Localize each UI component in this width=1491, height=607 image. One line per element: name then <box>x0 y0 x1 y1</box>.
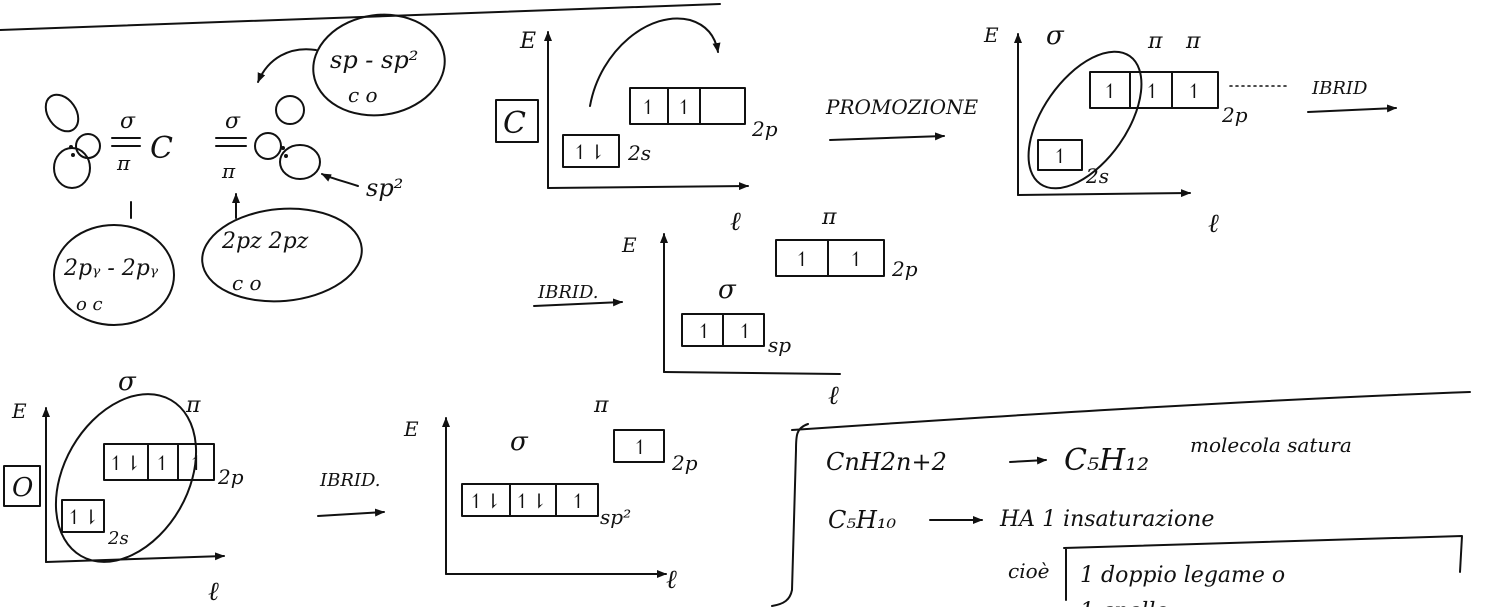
oxygen-ground-sigma: σ <box>118 367 137 397</box>
carbon-promoted-l-axis: ℓ <box>1208 209 1219 239</box>
oxygen-ground-pi: π <box>185 393 201 418</box>
carbon-sp-2p-orbital-1: ↿ <box>794 247 811 271</box>
oxygen-sp2-orbital-3: ↿ <box>570 489 587 513</box>
co2-sketch: σ π C σ π sp² sp - sp² c o 2pᵧ - 2pᵧ o c <box>44 13 446 326</box>
2py-bubble <box>53 224 175 326</box>
pi-left: π <box>116 151 131 175</box>
sp-sp2-text: sp - sp² <box>330 46 418 74</box>
carbon-atom: C <box>150 131 173 166</box>
saturated-note: molecola satura <box>1190 433 1352 457</box>
oxygen-ground-l-axis: ℓ <box>208 577 219 607</box>
promotion-arc <box>589 17 721 107</box>
promotion-arrow <box>829 132 945 141</box>
carbon-sp-2p-orbital-2: ↿ <box>848 247 865 271</box>
carbon-ground-2p-orbital-2: ↿ <box>676 95 693 119</box>
oxygen-ground-2s-label: 2s <box>107 528 129 549</box>
carbon-promoted-e-axis: E <box>983 23 999 47</box>
carbon-promoted-2p-label: 2p <box>1221 103 1248 127</box>
ring-note: 1 anello <box>1080 599 1169 607</box>
saturation-notes: CnH2n+2 C₅H₁₂ molecola satura C₅H₁₀ HA 1… <box>771 423 1463 607</box>
carbon-ground-2s-label: 2s <box>627 141 651 165</box>
carbon-promoted-2p-orbital-3: ↿ <box>1186 79 1203 103</box>
oxygen-ground-2p-orbital-1: ↿⇂ <box>108 451 142 475</box>
sigma-right: σ <box>225 109 241 134</box>
oxygen-ground-atom: O <box>12 473 33 503</box>
sigma-left: σ <box>120 109 136 134</box>
unsaturation-note: HA 1 insaturazione <box>999 507 1214 532</box>
carbon-promoted-diagram: E ℓ σ π π ↿ 2s ↿ ↿ ↿ 2p <box>983 21 1248 239</box>
promotion-label: PROMOZIONE <box>825 95 978 119</box>
carbon-atom-box <box>495 99 539 143</box>
boxed-note-frame <box>1063 535 1463 601</box>
cioe-note: cioè <box>1008 559 1049 583</box>
carbon-ground-2p-label: 2p <box>751 117 778 141</box>
oxygen-sp2-sigma: σ <box>510 427 529 457</box>
ibrid-arrow <box>1307 104 1397 113</box>
carbon-promoted-sigma: σ <box>1046 21 1065 51</box>
2py-text: 2pᵧ - 2pᵧ <box>63 256 159 281</box>
notes-bracket <box>771 423 809 607</box>
ibrid-label: IBRID <box>1311 78 1368 99</box>
carbon-sp-pi: π <box>821 205 837 230</box>
oxygen-sp2-l-axis: ℓ <box>666 565 677 595</box>
right-oxygen-orbitals <box>254 95 321 180</box>
oxygen-ground-diagram: O E ℓ σ π ↿⇂ 2s ↿⇂ ↿ ↿ 2p <box>3 367 244 607</box>
carbon-sp-l-axis: ℓ <box>828 381 839 411</box>
carbon-promoted-pi-2: π <box>1185 29 1201 54</box>
carbon-sp-label: sp <box>768 333 791 357</box>
oxygen-sp2-diagram: IBRID. E ℓ σ π ↿⇂ ↿⇂ ↿ sp² ↿ 2p <box>317 393 698 595</box>
carbon-ground-2p-orbital-1: ↿ <box>640 95 657 119</box>
carbon-promoted-pi-1: π <box>1147 29 1163 54</box>
formula-c5h12: C₅H₁₂ <box>1064 443 1149 478</box>
oxygen-sigma-ellipse <box>54 393 198 563</box>
sigma-hybrid-ellipse <box>1027 50 1143 190</box>
sp-sp2-bubble <box>312 13 446 117</box>
carbon-ground-e-axis: E <box>519 29 536 54</box>
carbon-ground-2s-orbital: ↿⇂ <box>572 140 606 164</box>
carbon-promoted-2p-orbital-2: ↿ <box>1144 79 1161 103</box>
carbon-sp-e-axis: E <box>621 233 637 257</box>
carbon-sp-orbital-2: ↿ <box>737 319 754 343</box>
oxygen-sp2-pi: π <box>593 393 609 418</box>
formula-c5h10: C₅H₁₀ <box>828 506 897 534</box>
pi-right: π <box>221 159 236 183</box>
oxygen-sp2-2p-label: 2p <box>671 451 698 475</box>
oxygen-sp2-e-axis: E <box>403 417 419 441</box>
2pz-text: 2pz 2pz <box>221 229 309 254</box>
carbon-sp-2p-label: 2p <box>891 257 918 281</box>
formula-general: CnH2n+2 <box>826 448 947 476</box>
carbon-promoted-2s-orbital: ↿ <box>1052 144 1069 168</box>
carbon-promoted-2p-orbital-1: ↿ <box>1102 79 1119 103</box>
oxygen-sp2-orbital-1: ↿⇂ <box>468 489 502 513</box>
carbon-sp-diagram: IBRID. E ℓ σ π ↿ ↿ sp ↿ ↿ 2p <box>533 205 918 411</box>
carbon-ground-l-axis: ℓ <box>730 207 741 237</box>
carbon-ground-atom: C <box>503 106 526 141</box>
2pz-bubble <box>201 207 363 303</box>
oxygen-ground-2p-label: 2p <box>217 465 244 489</box>
carbon-sp-orbital-1: ↿ <box>696 319 713 343</box>
oxygen-sp2-arrow-label: IBRID. <box>319 470 381 491</box>
2py-atoms: o c <box>76 294 103 315</box>
carbon-ground-diagram: C E ℓ ↿⇂ 2s ↿ ↿ 2p <box>495 17 778 237</box>
oxygen-sp2-orbital-2: ↿⇂ <box>514 489 548 513</box>
double-bond-note: 1 doppio legame o <box>1080 563 1285 588</box>
section-separator <box>791 391 1471 431</box>
carbon-sp-arrow-label: IBRID. <box>537 282 599 303</box>
oxygen-sp2-label: sp² <box>600 505 631 529</box>
oxygen-sp2-2p-orbital: ↿ <box>632 435 649 459</box>
sp2-label: sp² <box>366 174 403 202</box>
oxygen-ground-2s-orbital: ↿⇂ <box>66 505 100 529</box>
carbon-sp-sigma: σ <box>718 275 737 305</box>
oxygen-ground-e-axis: E <box>11 399 27 423</box>
sp-sp2-atoms: c o <box>348 83 378 107</box>
oxygen-ground-2p-orbital-2: ↿ <box>154 451 171 475</box>
2pz-atoms: c o <box>232 271 262 295</box>
left-oxygen-orbitals <box>44 93 101 189</box>
top-edge-stroke <box>0 3 721 31</box>
